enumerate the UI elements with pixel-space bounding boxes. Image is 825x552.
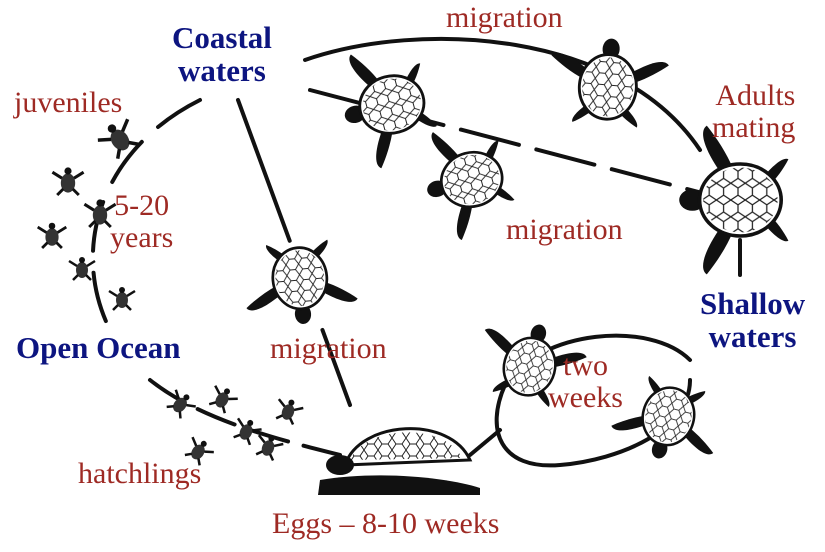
juvenile-turtle-icon [52, 167, 83, 195]
label-migration-center: migration [270, 333, 387, 365]
label-eggs: Eggs – 8-10 weeks [272, 508, 499, 540]
juvenile-turtle-icon [38, 223, 67, 248]
hatchling-turtle-icon [230, 415, 263, 447]
juvenile-turtle-icon [109, 287, 135, 310]
label-shallow: Shallow [700, 288, 805, 321]
label-two-weeks: two weeks [548, 350, 623, 413]
label-weeks: weeks [548, 382, 623, 414]
line-ocean-to-nest [150, 380, 340, 455]
migrating-turtle-icon [413, 116, 521, 245]
label-coastal-waters: Coastal waters [172, 22, 272, 87]
hatchling-turtle-icon [272, 395, 304, 426]
label-coastal: Coastal [172, 22, 272, 55]
label-mating: mating [712, 112, 795, 144]
juvenile-turtle-icon [69, 257, 95, 280]
label-years-word: years [110, 222, 173, 254]
label-5-20: 5-20 [110, 190, 173, 222]
migrating-turtle-icon [241, 237, 359, 328]
label-juveniles: juveniles [14, 87, 122, 119]
mating-turtle-icon [679, 126, 788, 275]
juvenile-turtle-icon [95, 115, 143, 162]
label-adults-mating: Adults mating [712, 80, 795, 143]
label-waters-2: waters [700, 321, 805, 354]
label-migration-top: migration [446, 2, 563, 34]
hatchling-turtle-icon [206, 382, 240, 415]
line-loop-to-nest [470, 430, 500, 455]
label-years: 5-20 years [110, 190, 173, 253]
migrating-turtle-icon [330, 38, 444, 174]
label-adults: Adults [712, 80, 795, 112]
nesting-turtle-icon [606, 370, 728, 472]
label-open-ocean: Open Ocean [16, 332, 180, 365]
label-two: two [548, 350, 623, 382]
label-shallow-waters: Shallow waters [700, 288, 805, 353]
nesting-female-turtle-icon [318, 429, 480, 495]
label-migration-mid: migration [506, 214, 623, 246]
label-hatchlings: hatchlings [78, 458, 201, 490]
migrating-turtle-icon [546, 33, 671, 129]
label-waters: waters [172, 55, 272, 88]
